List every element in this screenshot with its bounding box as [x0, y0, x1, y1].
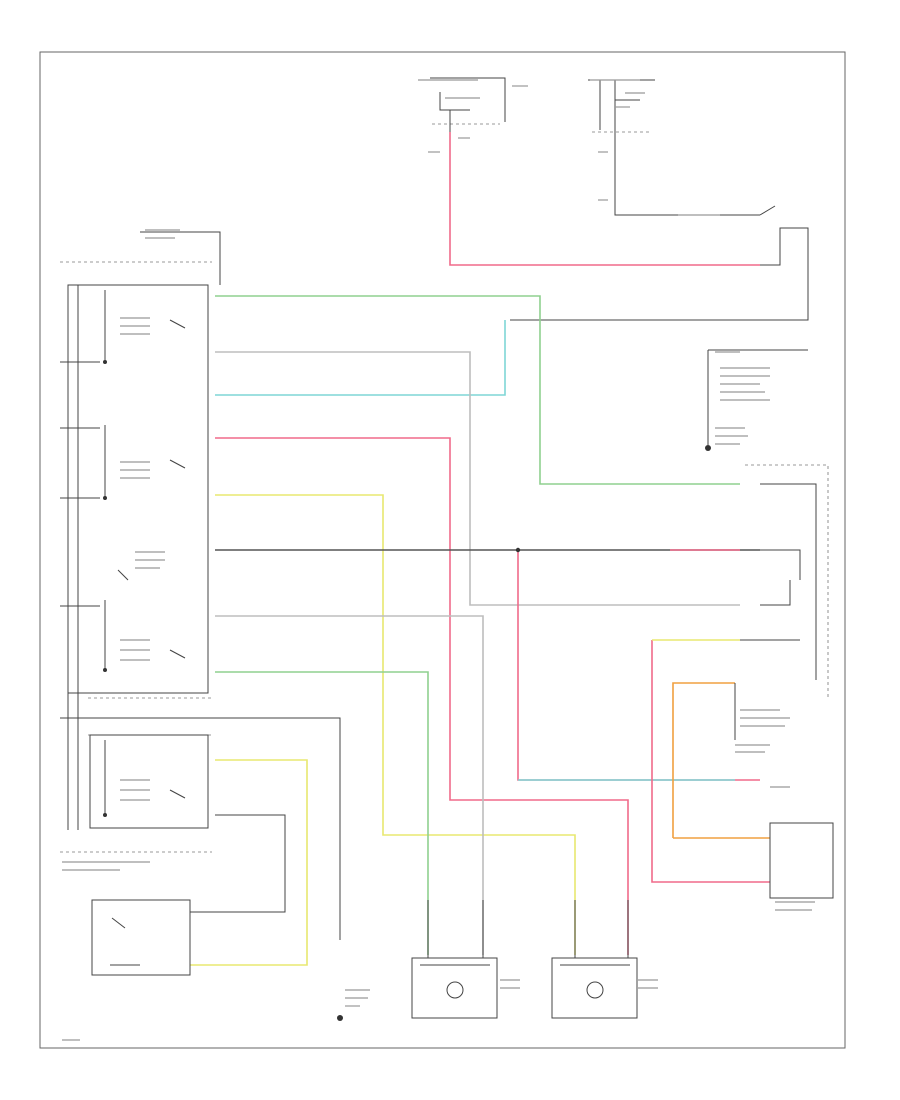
gray-wire-1	[215, 351, 740, 606]
gray-wire-2	[215, 615, 484, 955]
fuse-box-right	[588, 79, 776, 216]
splice-icon	[515, 547, 521, 553]
motor-icon	[586, 981, 604, 999]
diagram-border	[39, 51, 846, 1049]
right-rear-switch	[734, 683, 834, 899]
cyan-wire-1	[215, 320, 506, 396]
small-print-labels	[62, 79, 815, 1041]
splice-points	[103, 360, 521, 817]
motor-icon	[446, 981, 464, 999]
splice-icon	[103, 813, 107, 817]
orange-wire-1	[672, 682, 735, 838]
ground-point-right	[705, 349, 808, 451]
green-wire-2	[215, 671, 429, 955]
yellow-wire-2	[190, 759, 308, 966]
switch-icon	[111, 917, 126, 929]
pink-wire-2	[215, 437, 629, 955]
green-wire-1	[215, 295, 740, 485]
splice-icon	[103, 360, 107, 364]
fuse-box-left	[430, 77, 506, 132]
left-rear-switch	[91, 899, 191, 976]
switch-icon	[759, 205, 776, 216]
ground-icon	[337, 1015, 343, 1021]
right-window-switch	[740, 464, 829, 700]
right-rear-motor	[551, 900, 638, 1019]
ground-point-bottom	[337, 1015, 343, 1021]
left-rear-motor	[411, 900, 498, 1019]
dark-wire-2	[190, 814, 286, 913]
pink-wire-4	[517, 550, 760, 781]
switch-icon	[117, 569, 129, 581]
splice-icon	[103, 668, 107, 672]
power-window-master-switch	[60, 231, 341, 940]
splice-icon	[103, 496, 107, 500]
yellow-wire-1	[215, 494, 576, 955]
pink-wire-5	[651, 640, 770, 883]
ground-icon	[705, 445, 711, 451]
power-feed-wire	[449, 132, 760, 266]
